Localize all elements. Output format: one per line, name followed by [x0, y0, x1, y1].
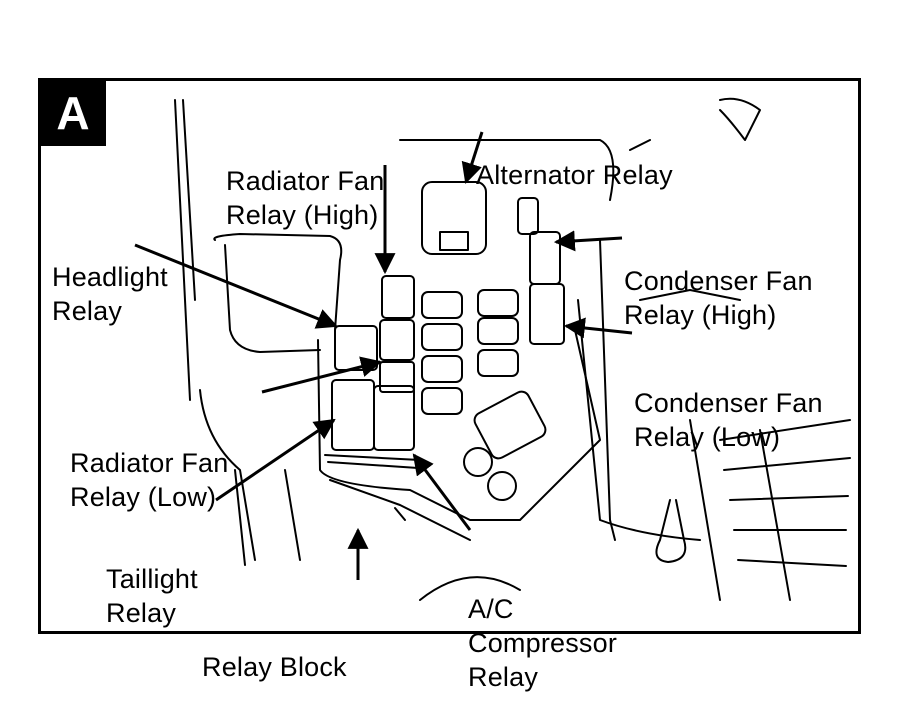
label-alternator-relay: Alternator Relay: [476, 160, 673, 190]
body-panel-line: [599, 239, 616, 541]
leader-radiator-fan-low: [261, 356, 383, 394]
label-relay-block: Relay Block: [202, 652, 347, 682]
hood-detail: [399, 139, 615, 201]
leader-ac-compressor: [412, 453, 472, 531]
fender-outline: [213, 233, 343, 331]
relay-block-housing: [329, 479, 471, 541]
leader-condenser-fan-low: [563, 317, 633, 339]
ac-compressor-relay-body: [473, 390, 547, 460]
body-panel-line: [577, 299, 701, 541]
hose-line: [655, 499, 687, 563]
body-panel-line: [199, 389, 256, 561]
relay-block-housing: [394, 507, 406, 521]
alternator-relay-body: [421, 181, 487, 255]
radiator-fins: [719, 419, 851, 567]
body-panel-line: [284, 469, 301, 561]
condenser-fan-low-relay-body: [529, 283, 565, 345]
leader-taillight: [215, 418, 336, 502]
hood-detail: [719, 97, 761, 141]
bracket-line: [419, 576, 521, 601]
fuse-column: [421, 289, 519, 415]
relay-body: [379, 319, 415, 361]
relay-body: [517, 197, 539, 235]
alternator-relay-tab: [439, 231, 469, 251]
relay-body: [381, 275, 415, 319]
leader-condenser-fan-high: [553, 230, 623, 252]
panel-letter-badge: A: [40, 80, 106, 146]
fender-outline: [224, 244, 321, 353]
headlight-relay-body: [334, 325, 378, 371]
leader-alternator: [461, 131, 484, 185]
body-panel-line: [182, 99, 196, 301]
hood-detail: [629, 139, 741, 301]
body-panel-line: [174, 99, 191, 401]
taillight-relay-body: [331, 379, 375, 451]
connector-plug: [463, 447, 493, 477]
radiator-outline: [689, 419, 791, 601]
relay-block-housing: [317, 329, 601, 521]
connector-ridge: [324, 454, 421, 469]
condenser-fan-high-relay-body: [529, 231, 561, 285]
connector-plug: [487, 471, 517, 501]
relay-body: [373, 385, 415, 451]
radiator-fan-low-relay-body: [379, 361, 415, 393]
leader-headlight: [134, 243, 338, 329]
